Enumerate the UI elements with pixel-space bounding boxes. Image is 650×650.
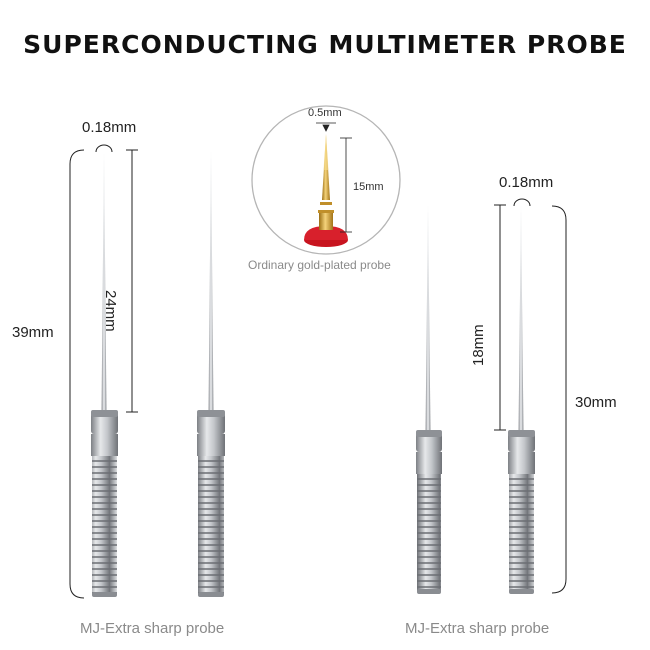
inset-tip-width-label: 0.5mm bbox=[308, 107, 342, 119]
page-title: SUPERCONDUCTING MULTIMETER PROBE bbox=[23, 30, 627, 59]
probe-right-1 bbox=[416, 205, 442, 594]
inset-gold-probe bbox=[251, 105, 401, 255]
left-tip-width-label: 0.18mm bbox=[82, 119, 137, 136]
inset-caption: Ordinary gold-plated probe bbox=[248, 258, 391, 272]
probe-left-2 bbox=[197, 150, 225, 597]
left-total-length-label: 39mm bbox=[12, 324, 54, 341]
dimension-lines bbox=[69, 144, 567, 599]
inset-needle-length-label: 15mm bbox=[353, 181, 384, 193]
right-tip-width-label: 0.18mm bbox=[499, 174, 554, 191]
left-needle-length-label: 24mm bbox=[102, 290, 119, 332]
probe-left-1 bbox=[91, 152, 118, 597]
left-caption: MJ-Extra sharp probe bbox=[80, 620, 225, 637]
right-needle-length-label: 18mm bbox=[470, 324, 487, 366]
right-total-length-label: 30mm bbox=[575, 394, 617, 411]
probe-right-2 bbox=[508, 205, 535, 594]
right-caption: MJ-Extra sharp probe bbox=[405, 620, 550, 637]
